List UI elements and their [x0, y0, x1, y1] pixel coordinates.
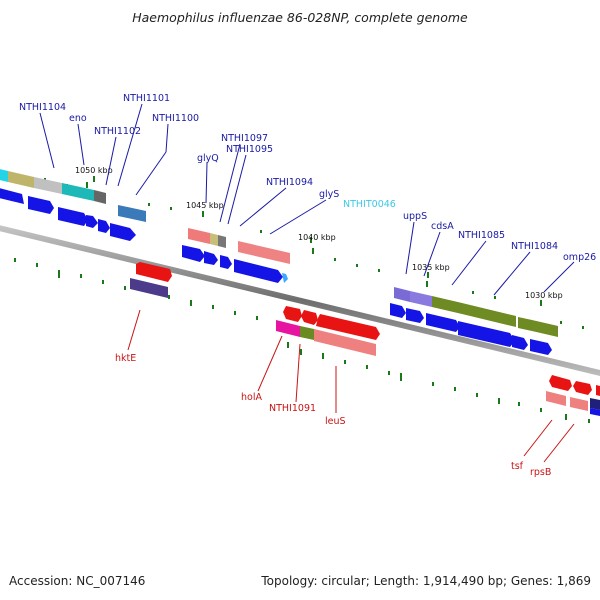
gene-grey [34, 177, 62, 194]
label-tsf: tsf [511, 461, 524, 472]
map-title: Haemophilus influenzae 86-028NP, complet… [132, 10, 468, 25]
forward-cds-arrows [0, 188, 600, 416]
label-holA: holA [241, 392, 262, 403]
gene-teal [62, 183, 94, 201]
gene-lavender-2 [410, 291, 432, 307]
tick-label-1040: 1040 kbp [298, 233, 336, 242]
label-eno: eno [69, 113, 87, 124]
forward-labels: NTHI1104 eno NTHI1101 NTHI1102 NTHI1100 … [19, 93, 596, 263]
label-cdsA: cdsA [431, 221, 454, 232]
gene-navy-edge [590, 398, 600, 410]
gene-hktE-body [130, 278, 168, 298]
gene-salmon-2 [238, 241, 290, 264]
gene-olive-green-2 [462, 303, 516, 327]
label-NTHIT0046: NTHIT0046 [343, 199, 396, 210]
gene-red-small-1 [283, 306, 302, 322]
label-NTHI1101: NTHI1101 [123, 93, 170, 104]
label-NTHI1085: NTHI1085 [458, 230, 505, 241]
gene-olive-green-3 [518, 317, 532, 331]
gene-NTHI1091 [300, 326, 314, 340]
gene-red-edge [596, 385, 600, 396]
gc-skew-dashes [14, 258, 590, 423]
label-leuS: leuS [325, 416, 346, 427]
label-NTHI1094: NTHI1094 [266, 177, 313, 188]
gene-rpsB-arrow [573, 381, 592, 395]
label-NTHI1095: NTHI1095 [226, 144, 273, 155]
label-glyS: glyS [319, 189, 339, 200]
label-NTHI1097: NTHI1097 [221, 133, 268, 144]
tick-label-1045: 1045 kbp [186, 201, 224, 210]
label-leaders [39, 103, 575, 463]
tick-label-1035: 1035 kbp [412, 263, 450, 272]
gene-olive [8, 171, 34, 188]
gene-lavender-1 [394, 287, 410, 302]
reverse-genes [130, 262, 600, 411]
gene-grey-2 [218, 235, 226, 248]
tick-label-1050: 1050 kbp [75, 166, 113, 175]
genome-summary-text: Topology: circular; Length: 1,914,490 bp… [260, 574, 591, 588]
scale-ticks [93, 176, 542, 306]
gene-leuS-body [314, 329, 376, 356]
label-omp26: omp26 [563, 252, 596, 263]
gene-hktE-arrow [136, 262, 172, 282]
gene-holA [276, 320, 300, 337]
label-NTHI1091: NTHI1091 [269, 403, 316, 414]
gene-red-small-2 [301, 310, 318, 325]
gene-cyan [0, 169, 8, 182]
gene-olive-green-4 [532, 320, 558, 337]
label-rpsB: rpsB [530, 467, 551, 478]
gene-rpsB-body [570, 397, 588, 411]
gene-tsf-body [546, 391, 566, 406]
label-NTHI1104: NTHI1104 [19, 102, 66, 113]
label-hktE: hktE [115, 353, 136, 364]
gene-khaki [210, 233, 218, 246]
accession-text: Accession: NC_007146 [9, 574, 145, 588]
genome-backbone [0, 225, 600, 376]
gene-tsf-arrow [549, 375, 572, 391]
reverse-labels: hktE holA NTHI1091 leuS tsf rpsB [115, 353, 551, 478]
tick-label-1030: 1030 kbp [525, 291, 563, 300]
forward-genes [0, 169, 600, 410]
label-NTHI1100: NTHI1100 [152, 113, 199, 124]
gene-olive-green-1 [432, 296, 462, 314]
label-uppS: uppS [403, 211, 427, 222]
gene-salmon-1 [188, 228, 210, 244]
label-NTHI1102: NTHI1102 [94, 126, 141, 137]
gene-darkgrey [94, 190, 106, 204]
label-NTHI1084: NTHI1084 [511, 241, 558, 252]
label-glyQ: glyQ [197, 153, 219, 164]
gene-steelblue [118, 205, 146, 222]
gene-leuS-arrow [316, 314, 380, 340]
